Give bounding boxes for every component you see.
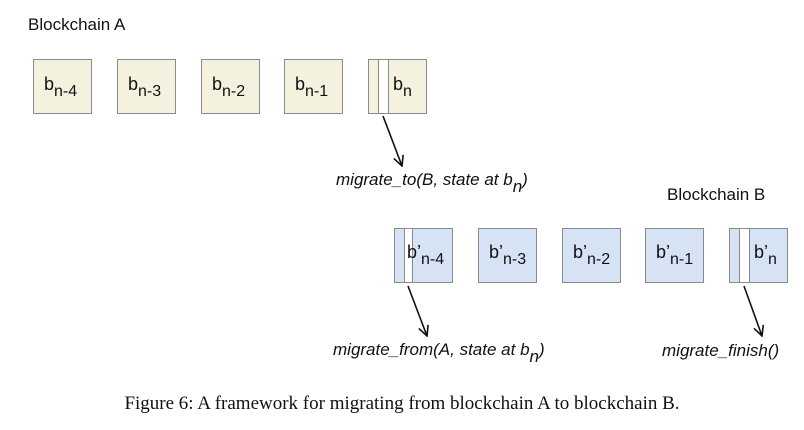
call-subscript: n (529, 347, 539, 366)
call-close: ) (539, 340, 545, 359)
block-base: b (212, 74, 223, 94)
block-base: b (128, 74, 139, 94)
chain-b-block-finished: b’n (729, 228, 788, 283)
chain-a-block: bn-4 (33, 59, 92, 114)
block-base: b’ (573, 242, 588, 262)
chain-b-block-migrating: b’n-4 (394, 228, 453, 283)
figure-caption: Figure 6: A framework for migrating from… (124, 393, 680, 414)
migration-marker-strip (369, 60, 379, 113)
block-subscript: n-2 (222, 83, 246, 100)
call-text: migrate_to(B, state at b (336, 170, 513, 189)
chain-a-block: bn-2 (201, 59, 260, 114)
block-base: b’ (489, 242, 504, 262)
block-base: b’ (407, 242, 422, 262)
block-base: b’ (754, 242, 769, 262)
chain-a-label: Blockchain A (28, 15, 126, 34)
block-subscript: n (403, 83, 412, 100)
chain-b-block: b’n-1 (645, 228, 704, 283)
block-subscript: n-1 (670, 251, 694, 268)
migrate-to-arrow (382, 115, 402, 166)
block-subscript: n (768, 251, 777, 268)
block-base: b (295, 74, 306, 94)
block-subscript: n-4 (54, 83, 78, 100)
chain-b-block: b’n-2 (562, 228, 621, 283)
block-subscript: n-2 (587, 251, 611, 268)
block-base: b’ (656, 242, 671, 262)
block-base: b (393, 74, 404, 94)
chain-a-block-migrating: bn (368, 59, 427, 114)
block-subscript: n-3 (138, 83, 162, 100)
migrate-finish-call: migrate_finish() (662, 341, 780, 360)
migrate-from-arrow (407, 285, 427, 336)
migration-marker-strip (405, 229, 413, 282)
chain-a-block: bn-3 (117, 59, 176, 114)
migration-marker-strip (730, 229, 740, 282)
call-text: migrate_from(A, state at b (333, 340, 530, 359)
chain-a-block: bn-1 (284, 59, 343, 114)
call-close: ) (522, 170, 528, 189)
migrate-finish-arrow (743, 285, 762, 336)
migration-marker-strip (395, 229, 405, 282)
block-subscript: n-3 (503, 251, 527, 268)
block-base: b (44, 74, 55, 94)
migrate-from-call: migrate_from(A, state at bn) (333, 340, 545, 366)
migration-marker-strip (379, 60, 389, 113)
block-subscript: n-1 (305, 83, 329, 100)
call-subscript: n (512, 177, 523, 196)
migrate-to-call: migrate_to(B, state at bn) (336, 170, 528, 196)
chain-b-block: b’n-3 (478, 228, 537, 283)
migration-marker-strip (740, 229, 750, 282)
chain-b-label: Blockchain B (667, 185, 766, 204)
block-subscript: n-4 (421, 251, 445, 268)
